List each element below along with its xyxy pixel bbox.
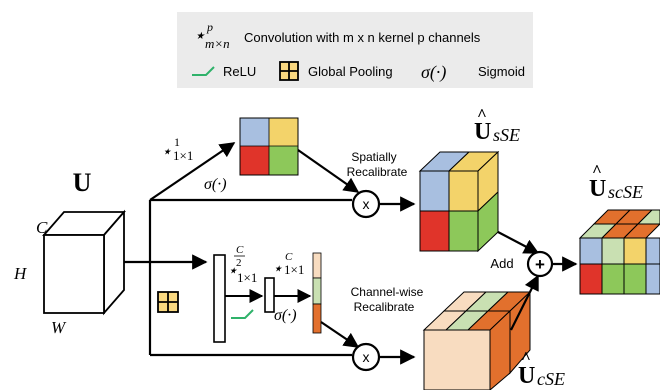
- spatial-recalibrate-label-2: Recalibrate: [347, 165, 408, 179]
- channel-sigmoid: σ(·): [274, 307, 297, 324]
- add-label: Add: [490, 256, 513, 271]
- spatial-conv-sub: 1×1: [173, 148, 193, 163]
- add-node: +: [526, 250, 554, 278]
- channel-conv2-sup: C: [285, 251, 293, 263]
- channel-relu-icon: [231, 309, 254, 319]
- cse-to-add-arrow: [510, 274, 539, 331]
- cse-label-hat: ^: [521, 348, 531, 367]
- spatial-recalibrate-label-1: Spatially: [351, 150, 396, 164]
- spatial-attention-map: [239, 117, 299, 176]
- spatial-multiply-node: x: [351, 189, 381, 219]
- spatial-multiply-symbol: x: [363, 196, 370, 212]
- trunk-connectors: [124, 142, 352, 357]
- cse-label-main: U: [518, 363, 535, 389]
- legend-conv-text: Convolution with m x n kernel p channels: [244, 30, 481, 45]
- channel-pooling-icon: [157, 291, 179, 313]
- legend-sigmoid-text: Sigmoid: [478, 64, 525, 79]
- sse-label-sub: sSE: [493, 125, 520, 145]
- channel-vector-arrow: [320, 321, 360, 348]
- cse-label-sub: cSE: [537, 369, 565, 389]
- input-dim-w: W: [51, 318, 67, 337]
- cse-output-cube: [422, 290, 532, 390]
- input-cube: [42, 209, 126, 316]
- legend-conv-symbol: ⋆: [193, 25, 206, 47]
- input-label: U: [73, 168, 92, 197]
- channel-conv2-sub: 1×1: [284, 262, 304, 277]
- sse-label-main: U: [474, 119, 491, 145]
- channel-conv1-symbol: ⋆: [227, 261, 238, 280]
- channel-conv1-sup-den: 2: [236, 257, 242, 269]
- legend-box: ⋆ p m×n Convolution with m x n kernel p …: [177, 12, 533, 88]
- spatial-sigmoid: σ(·): [204, 176, 227, 193]
- sse-output-cube: [418, 150, 500, 253]
- input-dim-c: C: [36, 218, 48, 237]
- channel-conv1-sub: 1×1: [237, 270, 257, 285]
- legend-background: [177, 12, 533, 88]
- sse-label-hat: ^: [477, 105, 487, 124]
- scse-label-main: U: [589, 176, 606, 202]
- add-plus-symbol: +: [535, 255, 545, 274]
- input-dim-h: H: [13, 264, 28, 283]
- legend-conv-sup: p: [206, 20, 213, 34]
- channel-pooled-vector: [213, 254, 226, 343]
- channel-multiply-node: x: [351, 342, 381, 372]
- legend-relu-text: ReLU: [223, 64, 256, 79]
- channel-conv1-sup: C: [236, 244, 244, 256]
- scse-label-sub: scSE: [608, 182, 643, 202]
- channel-recalibrate-label-1: Channel-wise: [351, 285, 424, 299]
- legend-sigmoid-symbol: σ(·): [421, 62, 446, 83]
- channel-recalibrate-label-2: Recalibrate: [354, 300, 415, 314]
- channel-attention-vector: [312, 252, 322, 334]
- sse-to-add-arrow: [497, 231, 540, 254]
- relu-icon: [192, 66, 215, 76]
- spatial-conv-sup: 1: [174, 135, 180, 149]
- channel-conv2-symbol: ⋆: [272, 259, 283, 278]
- scse-output-cube: [578, 209, 660, 295]
- spatial-map-arrow: [297, 149, 360, 193]
- channel-multiply-symbol: x: [363, 349, 370, 365]
- spatial-conv-symbol: ⋆: [161, 142, 172, 161]
- legend-conv-sub: m×n: [205, 36, 230, 51]
- global-pooling-icon: [279, 61, 299, 81]
- scse-label-hat: ^: [592, 161, 602, 180]
- channel-reduced-vector: [264, 277, 275, 313]
- legend-pool-text: Global Pooling: [308, 64, 393, 79]
